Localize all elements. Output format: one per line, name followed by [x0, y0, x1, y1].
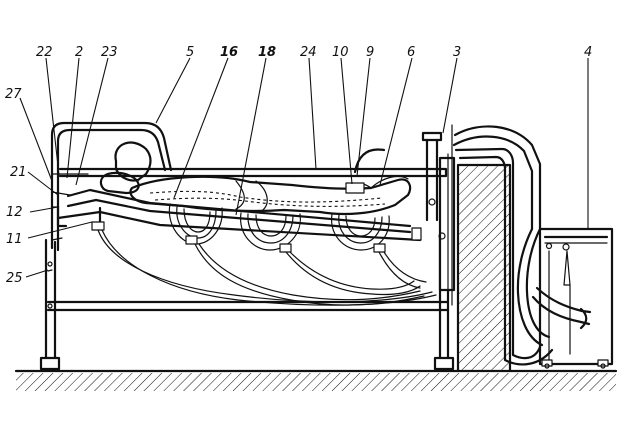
- support-platform: [56, 188, 422, 242]
- vertical-column: [421, 124, 456, 306]
- label-25: 25: [6, 271, 23, 286]
- label-21: 21: [10, 165, 27, 180]
- label-4: 4: [584, 45, 592, 60]
- label-5: 5: [186, 45, 194, 60]
- label-11: 11: [6, 232, 23, 247]
- label-2: 2: [75, 45, 83, 60]
- patient-figure: [99, 141, 412, 216]
- cuff-assemblies: [168, 203, 390, 253]
- label-24: 24: [300, 45, 317, 60]
- label-10: 10: [332, 45, 349, 60]
- hoses: [97, 229, 437, 306]
- label-27: 27: [5, 87, 22, 102]
- control-unit: [538, 227, 614, 369]
- ground: [14, 163, 618, 391]
- label-6: 6: [407, 45, 415, 60]
- leader-lines: [19, 57, 589, 278]
- label-22: 22: [36, 45, 53, 60]
- label-18: 18: [258, 45, 276, 60]
- callout-labels: 22 2 23 5 16 18 24 10 9 6 3 4 27 21 12 1…: [5, 45, 592, 286]
- label-12: 12: [6, 205, 23, 220]
- label-3: 3: [453, 45, 461, 60]
- label-16: 16: [220, 45, 238, 60]
- label-9: 9: [366, 45, 374, 60]
- air-conduit: [452, 125, 592, 366]
- label-23: 23: [101, 45, 118, 60]
